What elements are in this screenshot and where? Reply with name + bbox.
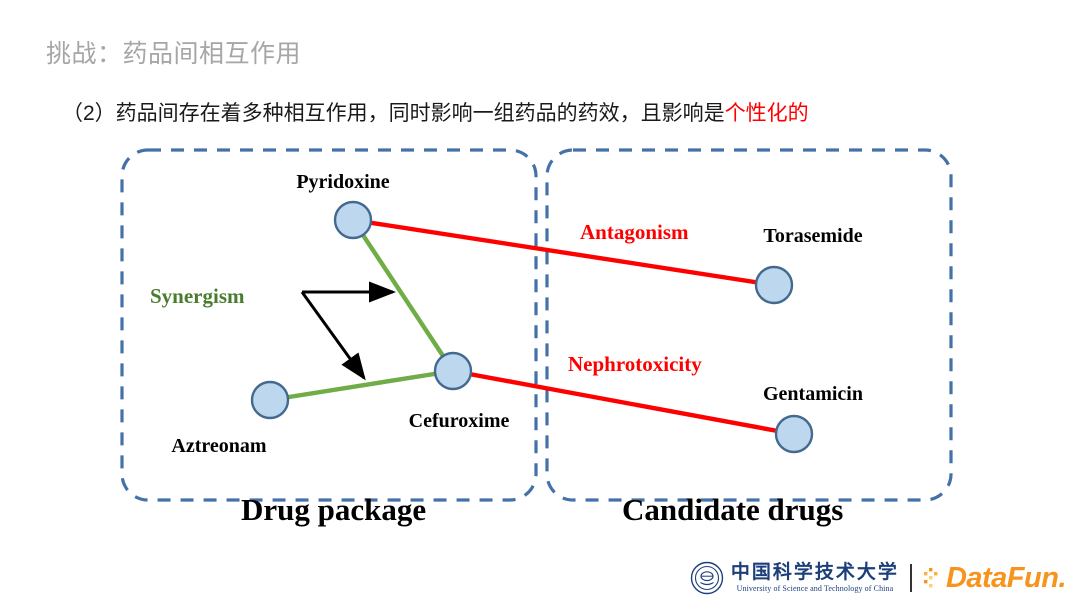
datafun-dots-icon: [923, 568, 938, 588]
ustc-name-en: University of Science and Technology of …: [736, 584, 894, 593]
ustc-text: 中国科学技术大学 University of Science and Techn…: [731, 563, 899, 593]
panel-border-drug-package: [120, 148, 538, 502]
node-label-pyridoxine: Pyridoxine: [296, 171, 389, 193]
edge-label-antagonism: Antagonism: [580, 220, 689, 244]
node-label-cefuroxime: Cefuroxime: [409, 410, 510, 432]
edge-aztreonam-cefuroxime: [269, 368, 454, 403]
node-aztreonam[interactable]: [250, 380, 290, 420]
node-label-gentamicin: Gentamicin: [763, 383, 863, 405]
node-cefuroxime[interactable]: [433, 351, 473, 391]
ustc-seal-icon: [690, 561, 724, 595]
page-title: 挑战：药品间相互作用: [46, 40, 302, 68]
caption-candidate-drugs: Candidate drugs: [622, 492, 844, 527]
body-text-accent: 个性化的: [724, 102, 809, 125]
edge-label-nephrotoxicity: Nephrotoxicity: [568, 352, 702, 376]
interaction-diagram: Pyridoxine Aztreonam Cefuroxime Torasemi…: [0, 130, 1080, 540]
body-text-main: （2）药品间存在着多种相互作用，同时影响一组药品的药效，且影响是: [62, 102, 725, 125]
node-label-torasemide: Torasemide: [763, 225, 862, 247]
edge-pyridoxine-cefuroxime: [351, 218, 455, 373]
ustc-name-cn: 中国科学技术大学: [730, 562, 899, 583]
footer: 中国科学技术大学 University of Science and Techn…: [690, 554, 1067, 602]
datafun-logo: DataFun.: [923, 561, 1067, 595]
node-gentamicin[interactable]: [774, 414, 814, 454]
footer-divider: [909, 564, 912, 592]
edge-cefuroxime-gentamicin: [452, 368, 795, 437]
node-torasemide[interactable]: [754, 265, 794, 305]
node-pyridoxine[interactable]: [333, 200, 373, 240]
panel-border-candidate-drugs: [545, 148, 953, 502]
datafun-wordmark: DataFun.: [945, 561, 1067, 594]
node-label-aztreonam: Aztreonam: [171, 435, 266, 457]
body-text: （2）药品间存在着多种相互作用，同时影响一组药品的药效，且影响是个性化的: [62, 97, 809, 127]
edge-label-synergism: Synergism: [150, 284, 245, 308]
panel-candidate-drugs: [545, 148, 953, 502]
panel-drug-package: [120, 148, 538, 502]
ustc-logo: 中国科学技术大学 University of Science and Techn…: [690, 561, 899, 595]
edge-pyridoxine-torasemide: [352, 217, 775, 288]
caption-drug-package: Drug package: [241, 492, 427, 527]
synergism-arrow-lower-icon: [300, 291, 366, 381]
